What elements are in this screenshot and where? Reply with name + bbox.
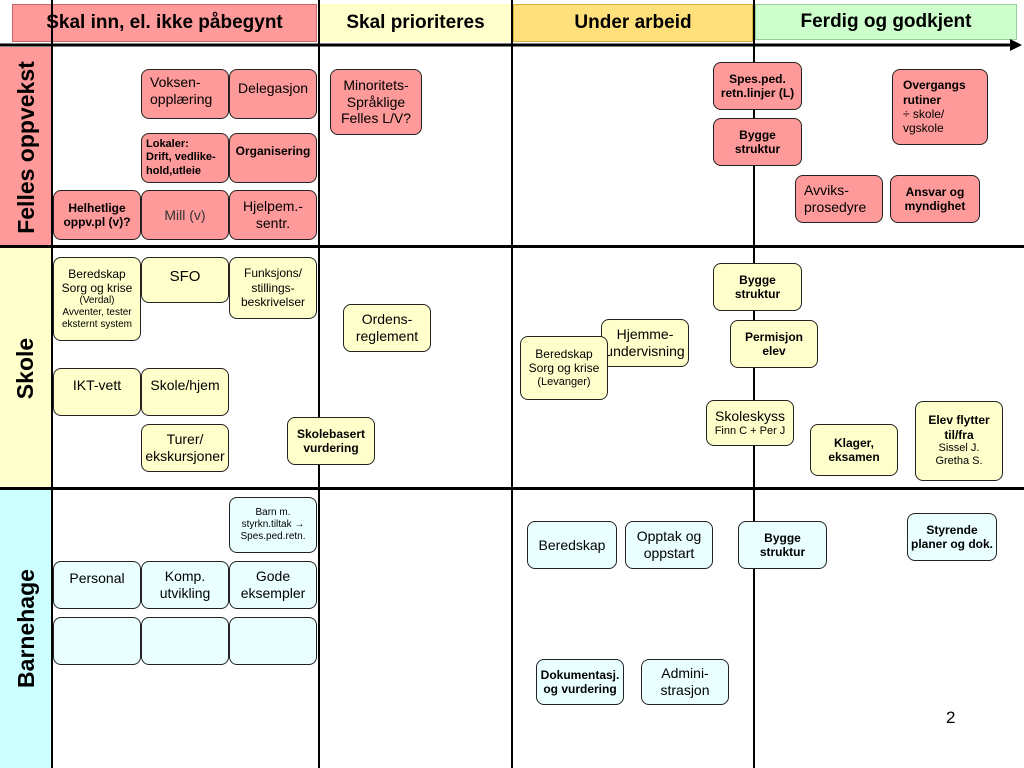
lane-bg-barnehage: [0, 489, 52, 768]
card-helhetlige[interactable]: Helhetlige oppv.pl (v)?: [53, 190, 141, 240]
card-beredskap-levanger-sub: (Levanger): [537, 375, 591, 388]
card-elev-flytter-title: Elev flytter til/fra: [928, 413, 990, 442]
card-lokaler[interactable]: Lokaler: Drift, vedlike- hold,utleie: [141, 133, 229, 183]
card-overgangs-title: Overgangs rutiner: [903, 78, 966, 107]
page-number: 2: [946, 708, 956, 727]
card-bygge-struktur-barnehage[interactable]: Bygge struktur: [738, 521, 827, 569]
card-elev-flytter-sub: Sissel J. Gretha S.: [935, 442, 983, 468]
card-hjemmeundervisning[interactable]: Hjemme- undervisning: [601, 319, 689, 367]
lane-label-skole: Skole: [12, 337, 39, 399]
card-beredskap-levanger[interactable]: Beredskap Sorg og krise (Levanger): [520, 336, 608, 400]
card-skole-hjem[interactable]: Skole/hjem: [141, 368, 229, 416]
card-hjelpem[interactable]: Hjelpem.- sentr.: [229, 190, 317, 240]
card-bygge-struktur-skole[interactable]: Bygge struktur: [713, 263, 802, 311]
card-barn-styrkn[interactable]: Barn m. styrkn.tiltak → Spes.ped.retn.: [229, 497, 317, 553]
card-beredskap-levanger-title: Beredskap Sorg og krise: [528, 347, 600, 376]
lane-bg-felles: [0, 47, 52, 247]
card-empty-1[interactable]: [53, 617, 141, 665]
column-header-in-progress: Under arbeid: [513, 4, 753, 42]
timeline-arrow: [0, 39, 1022, 51]
card-turer[interactable]: Turer/ ekskursjoner: [141, 424, 229, 472]
card-beredskap-verdal-title: Beredskap Sorg og krise: [61, 266, 133, 295]
card-minoritets[interactable]: Minoritets- Språklige Felles L/V?: [330, 69, 422, 135]
card-ansvar[interactable]: Ansvar og myndighet: [890, 175, 980, 223]
lane-label-felles: Felles oppvekst: [12, 60, 39, 234]
card-klager[interactable]: Klager, eksamen: [810, 424, 898, 476]
column-divider-3: [511, 0, 513, 768]
card-dokumentasj[interactable]: Dokumentasj. og vurdering: [536, 659, 624, 705]
column-divider-4: [753, 0, 755, 768]
card-gode-eksempler[interactable]: Gode eksempler: [229, 561, 317, 609]
lane-divider-2: [0, 487, 1024, 490]
card-admini[interactable]: Admini- strasjon: [641, 659, 729, 705]
card-elev-flytter[interactable]: Elev flytter til/fra Sissel J. Gretha S.: [915, 401, 1003, 481]
card-ordens[interactable]: Ordens- reglement: [343, 304, 431, 352]
card-skolebasert[interactable]: Skolebasert vurdering: [287, 417, 375, 465]
card-skoleskyss[interactable]: Skoleskyss Finn C + Per J: [706, 400, 794, 446]
card-permisjon[interactable]: Permisjon elev: [730, 320, 818, 368]
lane-divider-1: [0, 245, 1024, 248]
card-funksjons[interactable]: Funksjons/ stillings- beskrivelser: [229, 257, 317, 319]
card-organisering[interactable]: Organisering: [229, 133, 317, 183]
card-styrende[interactable]: Styrende planer og dok.: [907, 513, 997, 561]
card-bygge-struktur-felles[interactable]: Bygge struktur: [713, 118, 802, 166]
card-avviks[interactable]: Avviks- prosedyre: [795, 175, 883, 223]
column-header-done: Ferdig og godkjent: [755, 4, 1017, 40]
column-divider-2: [318, 0, 320, 768]
card-beredskap-barnehage[interactable]: Beredskap: [527, 521, 617, 569]
card-beredskap-verdal[interactable]: Beredskap Sorg og krise (Verdal) Avvente…: [53, 257, 141, 341]
card-empty-2[interactable]: [141, 617, 229, 665]
column-divider-1: [51, 0, 53, 768]
card-delegasjon[interactable]: Delegasjon: [229, 69, 317, 119]
column-header-prioritize: Skal prioriteres: [320, 4, 511, 42]
card-skoleskyss-title: Skoleskyss: [714, 408, 786, 424]
card-overgangs[interactable]: Overgangs rutiner ÷ skole/ vgskole: [892, 69, 988, 145]
card-empty-3[interactable]: [229, 617, 317, 665]
lane-label-barnehage: Barnehage: [12, 569, 39, 688]
card-komp-utvikling[interactable]: Komp. utvikling: [141, 561, 229, 609]
card-opptak[interactable]: Opptak og oppstart: [625, 521, 713, 569]
card-voksenopplaering[interactable]: Voksen- opplæring: [141, 69, 229, 119]
card-spesped[interactable]: Spes.ped. retn.linjer (L): [713, 62, 802, 110]
card-personal[interactable]: Personal: [53, 561, 141, 609]
card-skoleskyss-sub: Finn C + Per J: [714, 424, 786, 437]
card-overgangs-sub: ÷ skole/ vgskole: [903, 107, 945, 136]
lane-bg-skole: [0, 247, 52, 489]
card-ikt-vett[interactable]: IKT-vett: [53, 368, 141, 416]
column-header-not-started: Skal inn, el. ikke påbegynt: [12, 4, 317, 42]
card-mill[interactable]: Mill (v): [141, 190, 229, 240]
card-sfo[interactable]: SFO: [141, 257, 229, 303]
card-beredskap-verdal-sub: (Verdal) Avventer, tester eksternt syste…: [61, 295, 133, 331]
